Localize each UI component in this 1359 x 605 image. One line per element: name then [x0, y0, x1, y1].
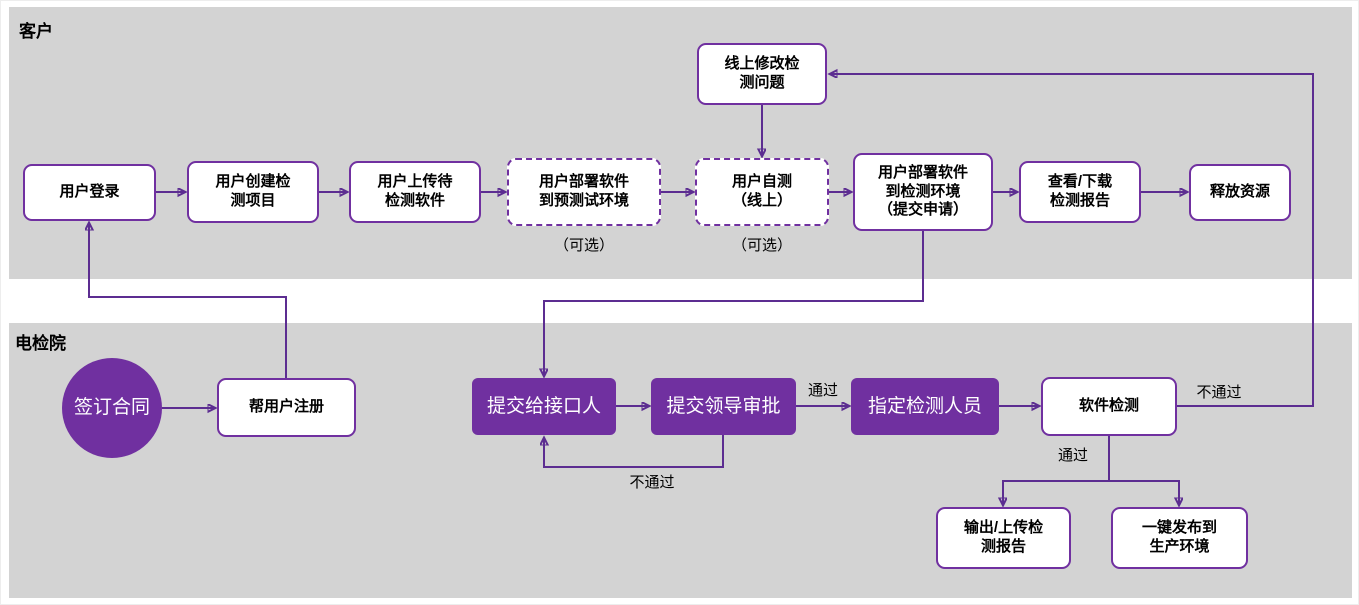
optional-annotation-pretest: （可选）: [553, 237, 614, 254]
node-assign-tester: 指定检测人员: [851, 378, 999, 435]
node-create-project: 用户创建检 测项目: [187, 161, 319, 223]
node-self-test-online: 用户自测 （线上）: [695, 158, 829, 226]
node-submit-leader-approval: 提交领导审批: [651, 378, 796, 435]
node-release-resources: 释放资源: [1189, 164, 1291, 221]
node-software-test: 软件检测: [1041, 377, 1177, 436]
node-user-login: 用户登录: [23, 164, 156, 221]
node-upload-software: 用户上传待 检测软件: [349, 161, 481, 223]
edge-label-test-pass: 通过: [1057, 447, 1088, 464]
section-label-institute: 电检院: [15, 334, 66, 353]
node-output-upload-report: 输出/上传检 测报告: [936, 507, 1071, 569]
section-label-customer: 客户: [19, 22, 53, 41]
node-submit-to-contact: 提交给接口人: [472, 378, 616, 435]
edge-label-approval-pass: 通过: [807, 382, 838, 399]
optional-annotation-selftest: （可选）: [731, 237, 792, 254]
edge-label-test-fail: 不通过: [1196, 384, 1242, 401]
edge-label-approval-fail: 不通过: [629, 474, 675, 491]
node-view-download-report: 查看/下载 检测报告: [1019, 161, 1141, 223]
node-sign-contract: 签订合同: [62, 358, 162, 458]
node-fix-issues-online: 线上修改检 测问题: [697, 43, 827, 105]
node-deploy-test-env: 用户部署软件 到检测环境 （提交申请）: [853, 153, 993, 231]
customer-section-panel: [9, 7, 1352, 279]
node-register-user: 帮用户注册: [217, 378, 356, 437]
node-publish-production: 一键发布到 生产环境: [1111, 507, 1248, 569]
node-deploy-pretest-env: 用户部署软件 到预测试环境: [507, 158, 661, 226]
